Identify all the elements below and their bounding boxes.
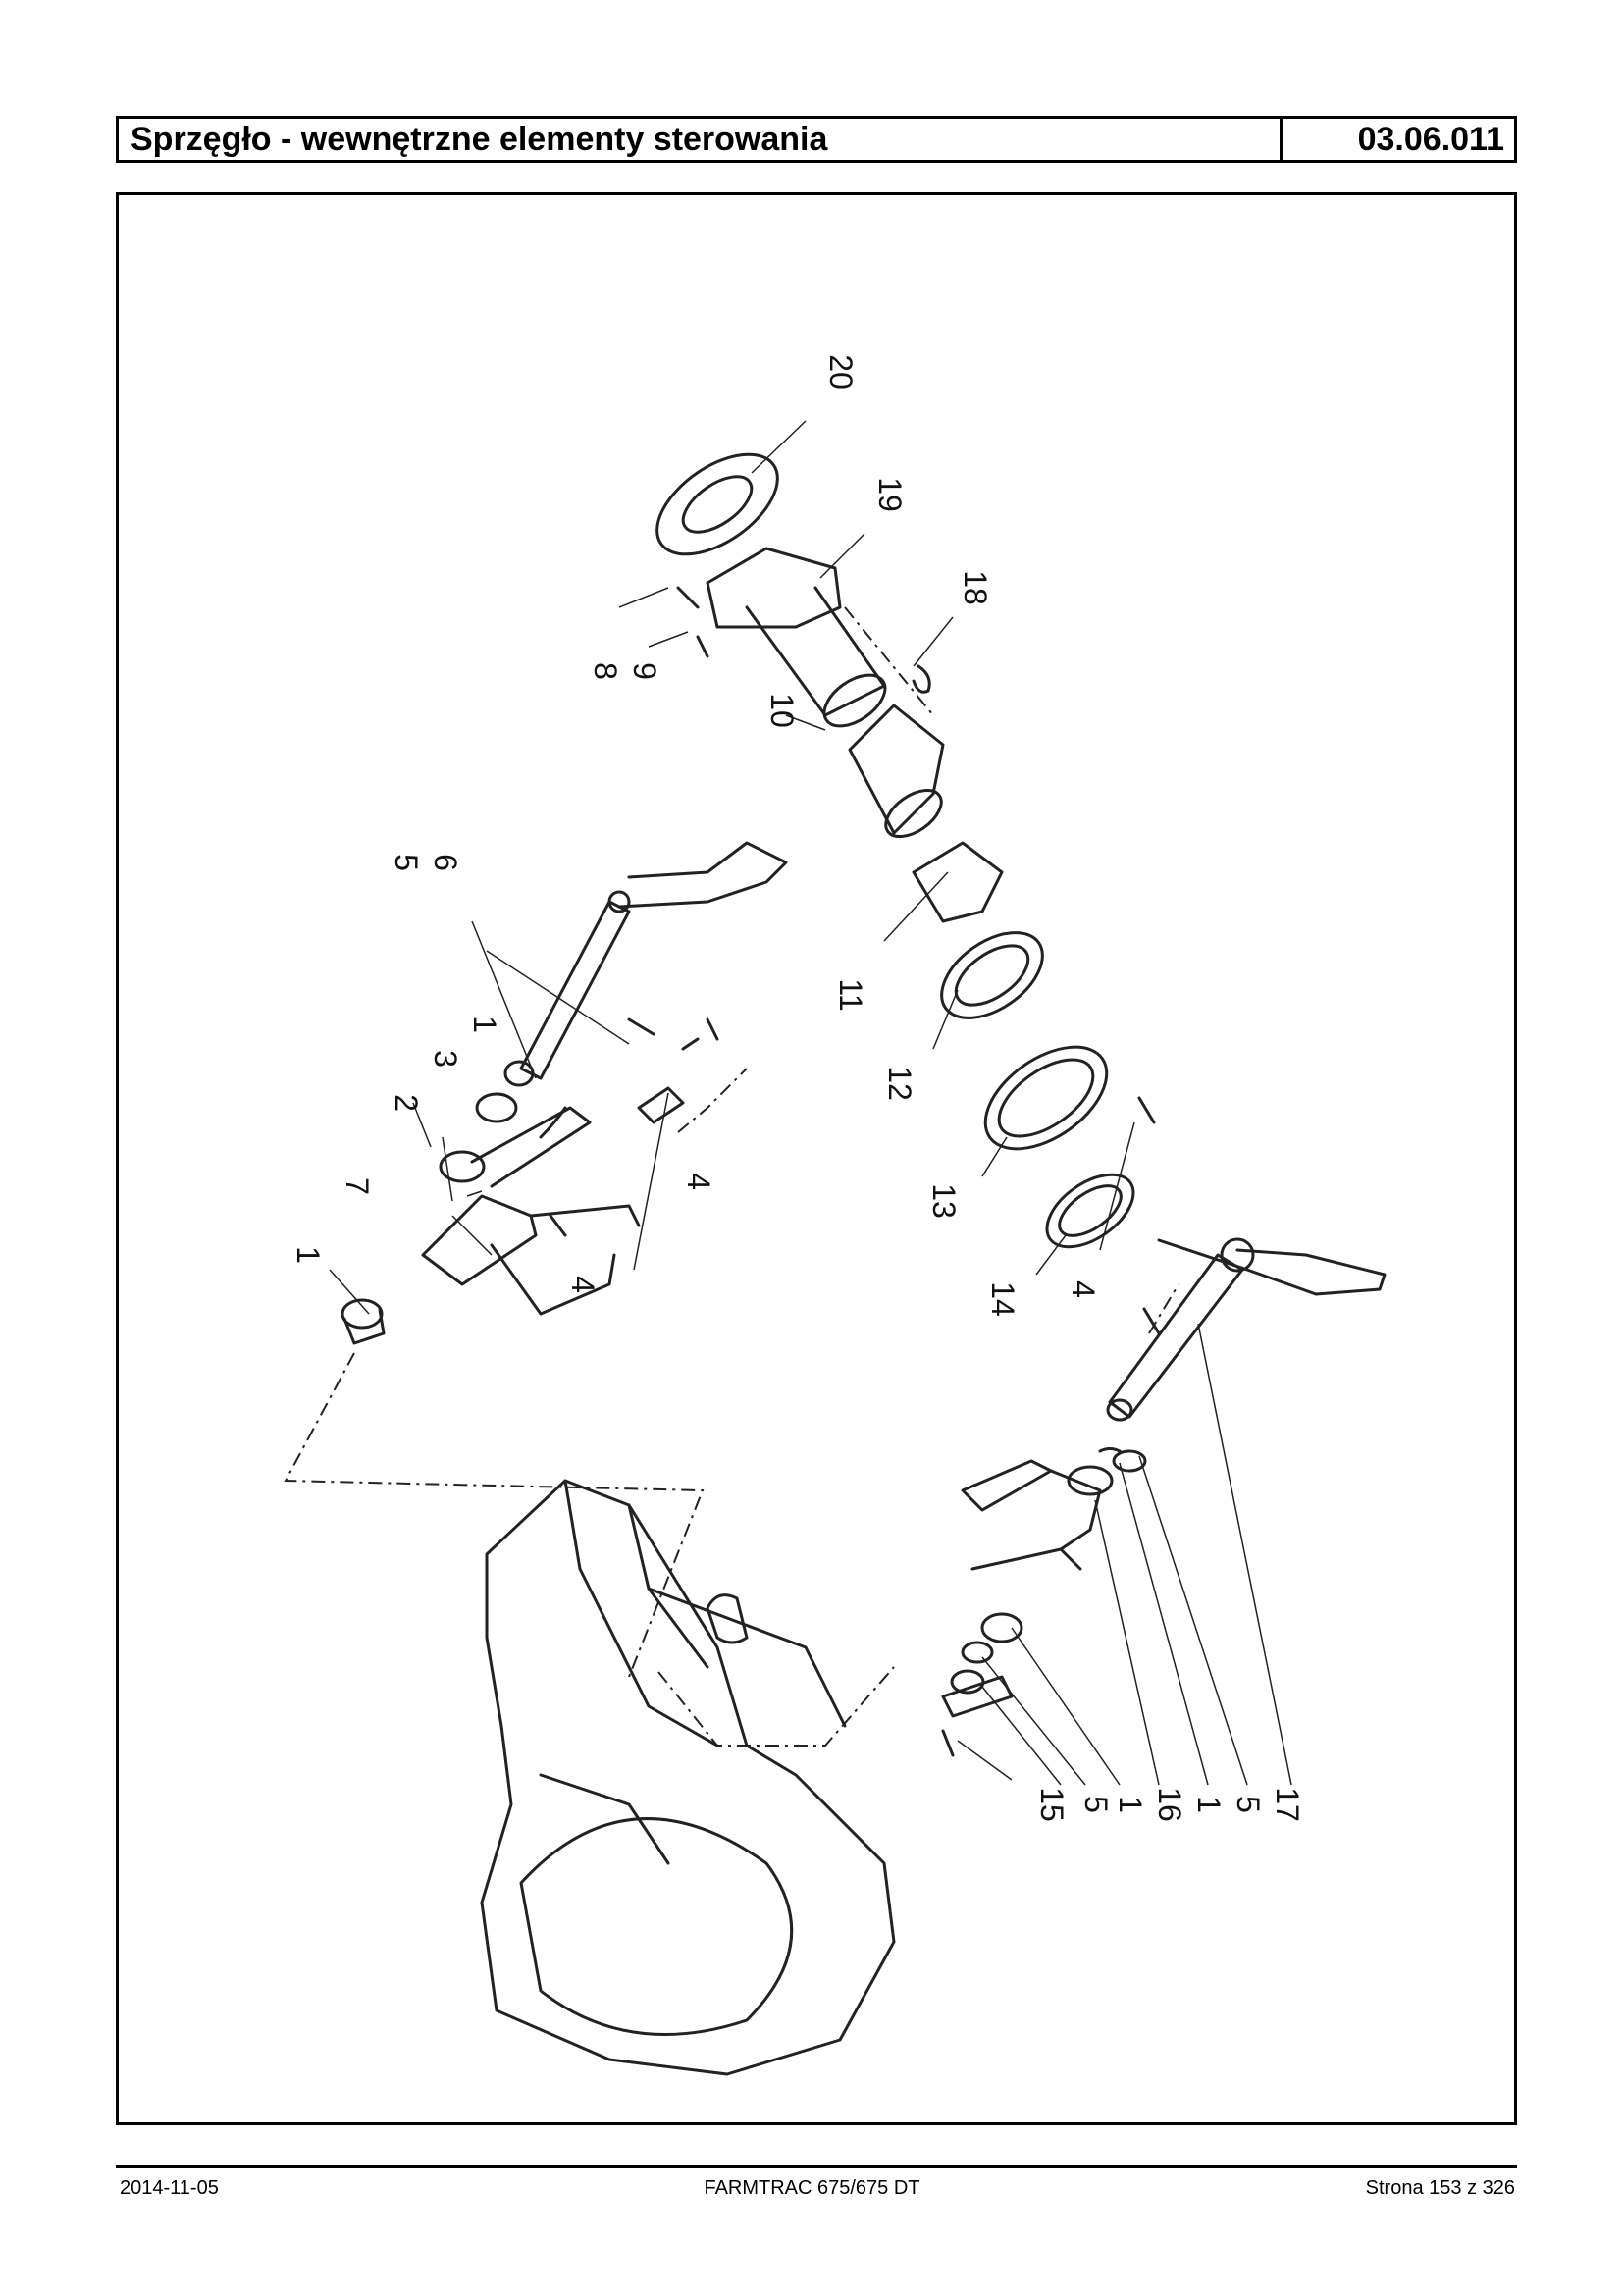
callout-8: 8 bbox=[588, 662, 623, 680]
callout-1-upper: 1 bbox=[467, 1016, 502, 1033]
section-code: 03.06.011 bbox=[1357, 121, 1504, 158]
callout-20: 20 bbox=[823, 354, 859, 390]
callout-5-upper: 5 bbox=[389, 854, 424, 871]
page-header: Sprzęgło - wewnętrzne elementy sterowani… bbox=[116, 116, 1517, 163]
callout-3: 2 bbox=[389, 1094, 424, 1112]
callout-19: 19 bbox=[872, 477, 908, 512]
lever-shaft-upper bbox=[439, 841, 788, 1188]
guide-tube-and-bearing bbox=[655, 452, 931, 728]
page-title: Sprzęgło - wewnętrzne elementy sterowani… bbox=[119, 119, 1283, 160]
footer-date: 2014-11-05 bbox=[120, 2177, 219, 2199]
callout-13: 13 bbox=[926, 1183, 962, 1219]
callout-1-lower-b: 5 bbox=[1231, 1796, 1266, 1813]
diagram-frame: 20 19 18 8 9 10 5 6 11 12 13 14 4 1 3 2 … bbox=[116, 192, 1517, 2125]
callout-4-lower: 15 bbox=[1034, 1787, 1070, 1822]
callout-16: 1 bbox=[1191, 1796, 1227, 1813]
release-fork-upper bbox=[341, 1194, 641, 1345]
callout-15: 5 bbox=[1078, 1796, 1114, 1813]
lever-shaft-lower bbox=[1098, 1237, 1387, 1473]
clutch-housing bbox=[480, 1479, 896, 2076]
callout-5-lower-b: 17 bbox=[1270, 1787, 1305, 1822]
callout-14: 14 bbox=[985, 1281, 1021, 1317]
callout-4-upper-left: 3 bbox=[428, 1050, 463, 1068]
callout-1-lower-a: 16 bbox=[1152, 1787, 1187, 1822]
release-bearing-set bbox=[848, 704, 1135, 1249]
footer-page-number: Strona 153 z 326 bbox=[1365, 2177, 1515, 2199]
callout-12: 12 bbox=[882, 1066, 917, 1101]
pins-and-spring bbox=[549, 1017, 1156, 1237]
footer-model: FARMTRAC 675/675 DT bbox=[704, 2177, 920, 2199]
exploded-parts-diagram: 20 19 18 8 9 10 5 6 11 12 13 14 4 1 3 2 … bbox=[284, 354, 1387, 2076]
footer-divider bbox=[116, 2165, 1517, 2168]
callout-11: 11 bbox=[833, 978, 868, 1011]
callout-6: 6 bbox=[428, 854, 463, 871]
callout-5-lower-a: 1 bbox=[1113, 1796, 1148, 1813]
callout-18: 18 bbox=[958, 570, 993, 605]
callout-2: 7 bbox=[340, 1177, 375, 1195]
callout-4-upper-right: 4 bbox=[681, 1173, 716, 1190]
release-fork-lower bbox=[941, 1459, 1114, 1757]
callout-7: 4 bbox=[565, 1276, 601, 1293]
callout-9: 9 bbox=[627, 662, 662, 680]
callout-4-right: 4 bbox=[1066, 1280, 1101, 1298]
callout-1-left: 1 bbox=[290, 1246, 326, 1264]
callout-10: 10 bbox=[764, 693, 800, 728]
